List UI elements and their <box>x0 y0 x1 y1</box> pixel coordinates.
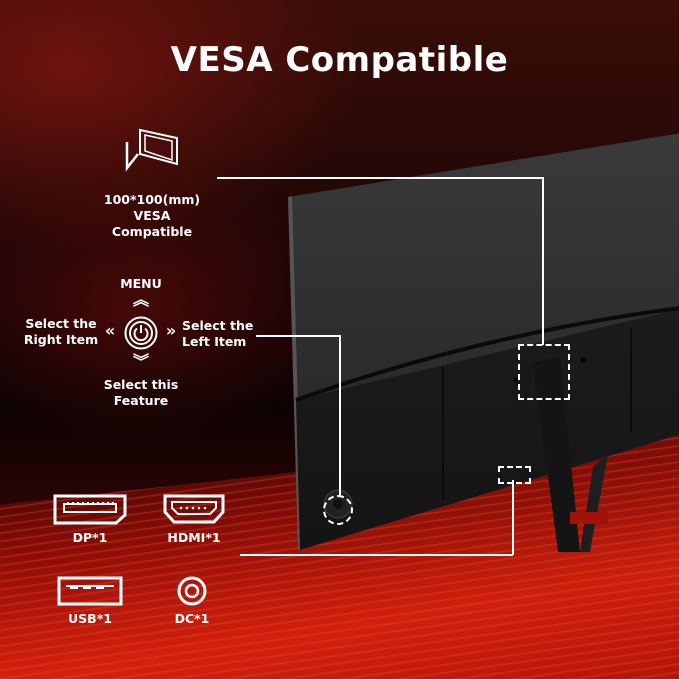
monitor-rear-illustration <box>288 133 679 552</box>
power-joystick-icon <box>124 316 158 350</box>
dc-label: DC*1 <box>174 611 210 626</box>
controls-connector-line-vertical <box>339 335 341 497</box>
hdmi-icon <box>163 494 225 524</box>
right-action-label: Select the Left Item <box>182 318 258 350</box>
right-arrow-icon: » <box>165 321 177 340</box>
left-action-text-2: Right Item <box>23 332 99 347</box>
vesa-mount-icon <box>125 128 178 172</box>
up-arrow-icon: ︽ <box>132 290 149 309</box>
dp-label: DP*1 <box>72 530 108 545</box>
down-action-text-2: Feature <box>113 393 169 408</box>
left-arrow-icon: « <box>104 321 116 340</box>
controls-connector-line <box>256 335 340 337</box>
vesa-compat-text: VESA Compatible <box>111 208 193 239</box>
down-action-label: Select this Feature <box>96 377 186 409</box>
ports-callout <box>498 466 531 484</box>
hdmi-label: HDMI*1 <box>167 530 221 545</box>
vesa-size-label: 100*100(mm) VESA Compatible <box>92 192 212 240</box>
down-action-text-1: Select this <box>103 377 179 392</box>
vesa-mount-callout <box>518 344 570 400</box>
displayport-icon <box>53 494 127 525</box>
ports-connector-line <box>240 554 513 556</box>
left-action-text-1: Select the <box>25 316 97 331</box>
page-title: VESA Compatible <box>170 40 509 80</box>
vesa-size-text: 100*100(mm) <box>103 192 201 207</box>
down-arrow-icon: ︾ <box>132 352 149 371</box>
usb-label: USB*1 <box>68 611 112 626</box>
ports-connector-line-vertical <box>512 480 514 555</box>
right-action-text-1: Select the <box>182 318 254 333</box>
left-action-label: Select the Right Item <box>16 316 106 348</box>
vesa-connector-line <box>217 177 543 179</box>
right-action-text-2: Left Item <box>182 334 247 349</box>
menu-label: MENU <box>120 276 162 291</box>
dc-power-icon <box>177 576 207 606</box>
vesa-connector-line-vertical <box>542 177 544 345</box>
usb-icon <box>57 576 123 606</box>
joystick-callout <box>323 495 353 525</box>
